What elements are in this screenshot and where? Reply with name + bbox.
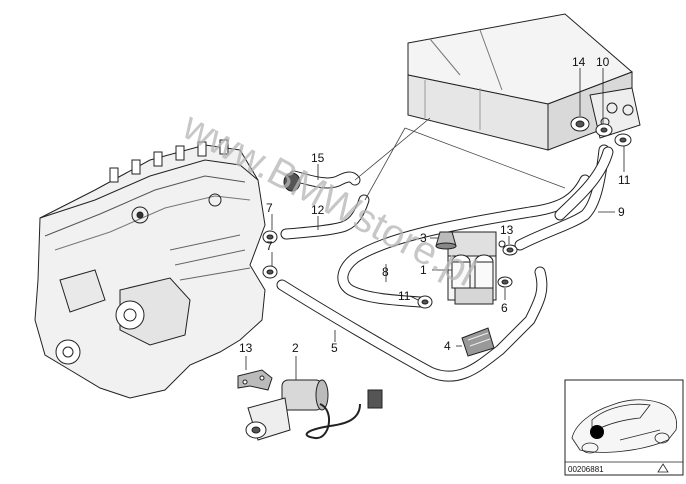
callout-5: 5 <box>331 341 338 355</box>
callout-10: 10 <box>596 55 610 69</box>
water-valve <box>447 231 506 305</box>
hose-12 <box>280 194 370 240</box>
callout-3: 3 <box>420 231 427 245</box>
hose-clamp-7-upper <box>262 230 278 244</box>
callout-4: 4 <box>444 339 451 353</box>
callout-11-lower: 11 <box>398 289 411 303</box>
reference-number: 00206881 <box>568 465 604 474</box>
hose-clamp-7-lower <box>262 265 278 279</box>
hose-5 <box>276 266 548 382</box>
callout-7-upper: 7 <box>266 201 273 215</box>
hose-clamp-6 <box>497 276 513 288</box>
callout-1: 1 <box>420 263 427 277</box>
hose-heater-return <box>554 146 614 221</box>
pump-bracket <box>237 369 273 391</box>
hose-clamp-10 <box>595 123 613 137</box>
callout-13-lower: 13 <box>500 223 514 237</box>
hose-15 <box>283 170 361 192</box>
hose-clamp-13-lower <box>502 244 518 256</box>
vehicle-location-thumbnail: 00206881 <box>564 379 684 476</box>
hose-clamp-11-upper <box>614 133 632 147</box>
callout-labels: 14 10 11 15 7 12 9 3 13 7 1 8 11 6 5 4 1… <box>239 55 631 355</box>
hose-clamp-11-lower <box>417 295 433 309</box>
grommet <box>435 231 457 250</box>
callout-8: 8 <box>382 265 389 279</box>
callout-2: 2 <box>292 341 299 355</box>
assembly-lines <box>354 117 566 201</box>
callout-13-upper: 14 <box>572 55 586 69</box>
callout-6: 6 <box>501 301 508 315</box>
callout-11-upper: 11 <box>618 173 631 187</box>
hose-clamp-13-upper <box>570 116 590 132</box>
triangle-icon <box>657 463 669 473</box>
heater-core <box>407 13 641 151</box>
callout-15: 15 <box>311 151 325 165</box>
bracket <box>461 327 495 357</box>
hose-8 <box>337 174 591 308</box>
car-outline <box>571 399 677 454</box>
leader-lines <box>245 68 625 380</box>
callout-12: 12 <box>311 203 325 217</box>
callout-14: 13 <box>239 341 253 355</box>
engine-block <box>34 139 266 399</box>
location-marker <box>590 425 604 439</box>
auxiliary-water-pump <box>245 379 383 441</box>
callout-7-lower: 7 <box>266 239 273 253</box>
callout-9: 9 <box>618 205 625 219</box>
